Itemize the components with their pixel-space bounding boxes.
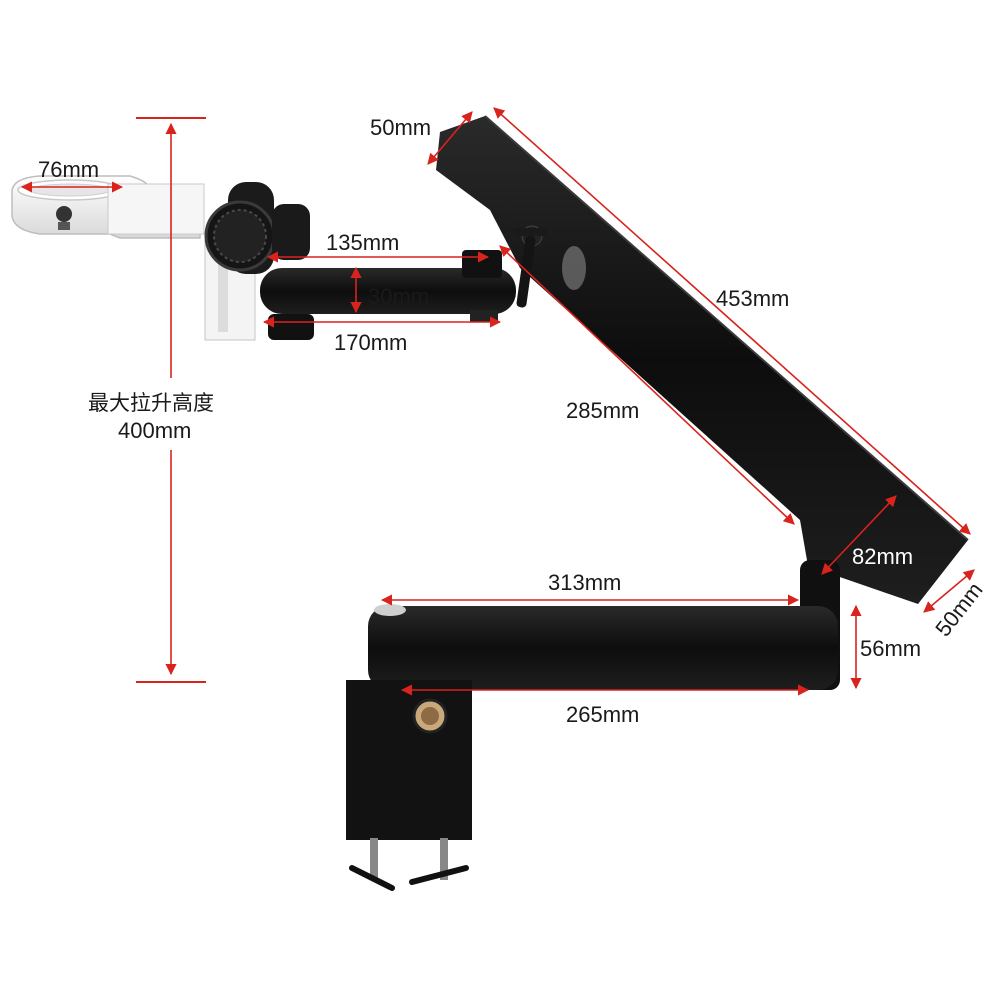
long-arm-end-width-line xyxy=(923,569,975,613)
long-arm-inner-line xyxy=(499,245,795,525)
top-arm-width-label: 50mm xyxy=(370,115,431,140)
max-lift-title: 最大拉升高度 xyxy=(88,391,214,415)
clamp-screw-icon xyxy=(349,838,469,891)
lower-arm-height-label: 56mm xyxy=(860,636,921,661)
ring-diameter-label: 76mm xyxy=(38,157,99,182)
long-arm-length-line xyxy=(493,107,971,535)
lower-arm xyxy=(368,604,838,690)
focus-knob-icon xyxy=(204,182,310,274)
short-arm-span-label: 135mm xyxy=(326,230,399,255)
long-arm-end-width-label: 50mm xyxy=(930,578,987,642)
max-lift-ruler xyxy=(136,117,206,683)
lower-arm-length-label: 313mm xyxy=(548,570,621,595)
long-arm-inner-label: 285mm xyxy=(566,398,639,423)
long-arm-depth-line xyxy=(821,495,897,575)
short-arm-length-label: 170mm xyxy=(334,330,407,355)
long-arm-length-label: 453mm xyxy=(716,286,789,311)
holder-ring xyxy=(11,175,205,239)
ring-lock-screw-icon xyxy=(56,206,72,230)
long-arm-depth-label: 82mm xyxy=(852,544,913,569)
short-arm-height-label: 30mm xyxy=(368,284,429,309)
top-arm-width-line xyxy=(427,111,473,165)
long-arm xyxy=(436,115,969,604)
clamp-base xyxy=(346,680,472,840)
lower-arm-inner-label: 265mm xyxy=(566,702,639,727)
max-lift-value: 400mm xyxy=(118,418,191,443)
